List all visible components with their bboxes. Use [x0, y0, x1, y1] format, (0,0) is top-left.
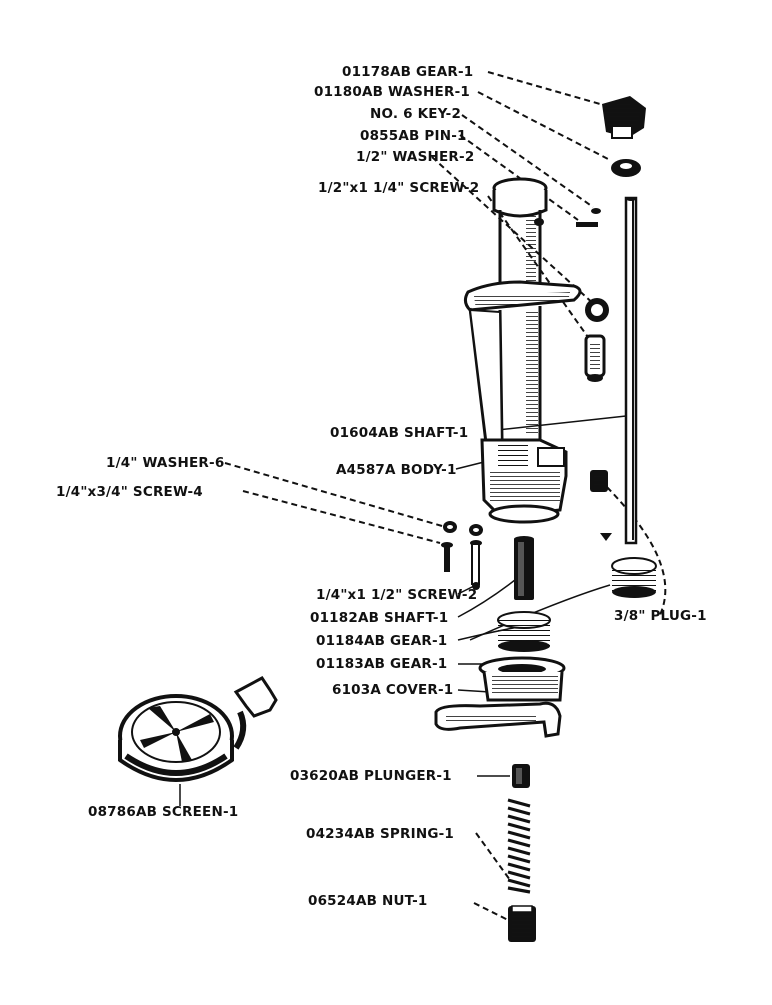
label-half-screw: 1/2"x1 1/4" SCREW-2 — [318, 180, 480, 196]
plug-shape — [590, 470, 608, 492]
label-gear-01184: 01184AB GEAR-1 — [316, 633, 448, 649]
cover-6103a-shape — [434, 656, 566, 738]
nut-shape — [508, 905, 536, 942]
shaft-01604-shape — [624, 196, 638, 545]
label-plunger: 03620AB PLUNGER-1 — [290, 768, 452, 784]
label-screen: 08786AB SCREEN-1 — [88, 804, 239, 820]
label-pin: 0855AB PIN-1 — [360, 128, 467, 144]
pin-shape — [576, 222, 598, 227]
quarter-screw-short-shape — [441, 542, 453, 572]
body-a4587a-shape — [463, 177, 582, 524]
label-half-washer: 1/2" WASHER-2 — [356, 149, 475, 165]
label-washer-01180: 01180AB WASHER-1 — [314, 84, 470, 100]
label-quarter-screw-short: 1/4"x3/4" SCREW-4 — [56, 484, 203, 500]
label-key: NO. 6 KEY-2 — [370, 106, 462, 122]
plunger-shape — [512, 764, 530, 788]
label-shaft-01604: 01604AB SHAFT-1 — [330, 425, 469, 441]
plug-tip-shape — [600, 533, 612, 541]
spring-shape — [507, 798, 531, 894]
quarter-screw-long-shape — [470, 540, 482, 590]
key-shape — [591, 208, 601, 214]
label-body: A4587A BODY-1 — [336, 462, 457, 478]
gear-right-shape — [611, 557, 657, 598]
shaft-01182-shape — [514, 536, 534, 600]
label-gear-01183: 01183AB GEAR-1 — [316, 656, 448, 672]
label-quarter-screw-long: 1/4"x1 1/2" SCREW-2 — [316, 587, 478, 603]
label-gear-01178: 01178AB GEAR-1 — [342, 64, 474, 80]
gear-01178-shape — [602, 96, 646, 139]
label-shaft-01182: 01182AB SHAFT-1 — [310, 610, 449, 626]
label-quarter-washer: 1/4" WASHER-6 — [106, 455, 225, 471]
label-nut: 06524AB NUT-1 — [308, 893, 428, 909]
gear-01184-shape — [497, 611, 551, 652]
quarter-washers-shape — [443, 521, 483, 536]
label-cover: 6103A COVER-1 — [332, 682, 454, 698]
label-spring: 04234AB SPRING-1 — [306, 826, 455, 842]
leader-lines — [179, 71, 667, 921]
screen-shape — [118, 676, 278, 782]
half-screw-shape — [584, 334, 606, 382]
label-plug: 3/8" PLUG-1 — [614, 608, 707, 624]
